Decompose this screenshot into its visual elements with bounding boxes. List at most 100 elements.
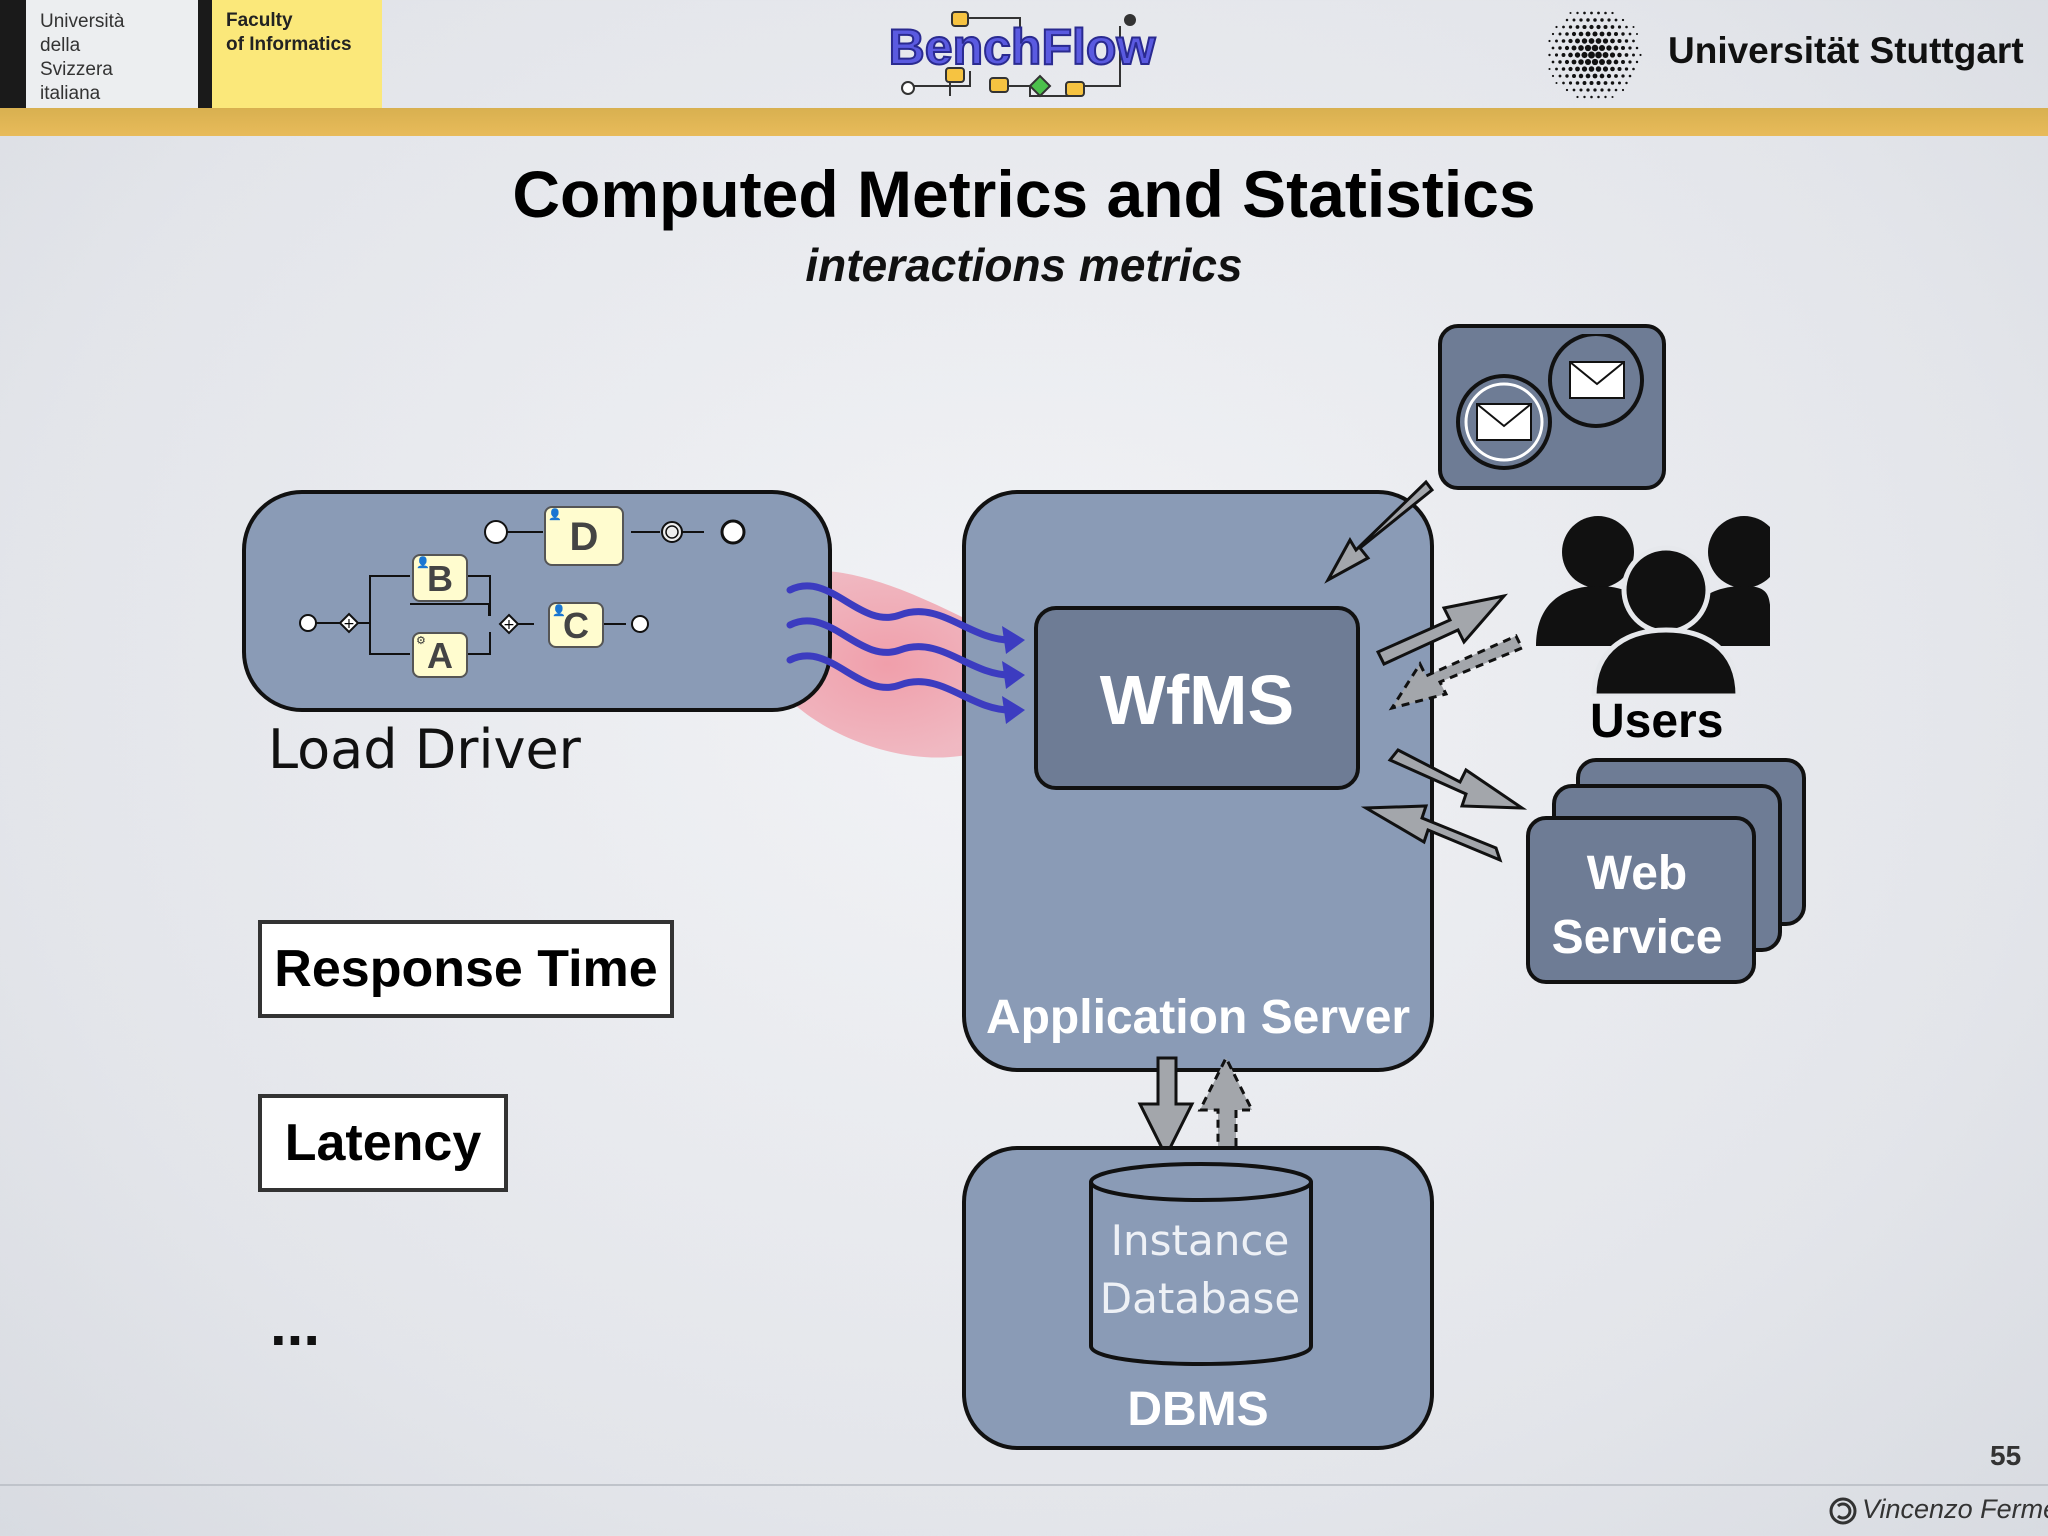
logo-dot bbox=[1562, 81, 1565, 85]
logo-dot bbox=[1621, 46, 1625, 50]
logo-dot bbox=[1555, 67, 1558, 71]
logo-dot bbox=[1617, 81, 1622, 85]
logo-dot bbox=[1632, 39, 1635, 43]
svg-text:+: + bbox=[343, 616, 355, 632]
logo-dot bbox=[1572, 88, 1576, 92]
logo-dot bbox=[1565, 74, 1569, 78]
gear-icon: ⚙ bbox=[416, 634, 426, 647]
logo-dot bbox=[1581, 51, 1588, 59]
logo-dot bbox=[1558, 74, 1562, 78]
logo-dot bbox=[1621, 32, 1625, 36]
logo-dot bbox=[1571, 59, 1577, 65]
logo-dot bbox=[1606, 73, 1612, 79]
logo-dot bbox=[1596, 24, 1601, 30]
logo-dot bbox=[1551, 60, 1555, 64]
logo-dot bbox=[1565, 18, 1569, 22]
logo-dot bbox=[1639, 53, 1642, 57]
logo-dot bbox=[1592, 73, 1598, 79]
logo-dot bbox=[1578, 31, 1584, 37]
logo-dot bbox=[1551, 32, 1555, 36]
logo-dot bbox=[1579, 18, 1583, 22]
logo-dot bbox=[1614, 88, 1618, 92]
logo-dot bbox=[1611, 11, 1614, 15]
logo-dot bbox=[1597, 95, 1600, 99]
logo-dot bbox=[1599, 73, 1605, 79]
logo-dot bbox=[1548, 39, 1551, 43]
person-icon: 👤 bbox=[548, 508, 562, 521]
logo-dot bbox=[1578, 59, 1584, 65]
slide-title: Computed Metrics and Statistics bbox=[512, 157, 1536, 231]
usi-logo-bar bbox=[0, 0, 26, 108]
wfms-box bbox=[1034, 606, 1360, 790]
logo-dot bbox=[1554, 53, 1559, 57]
logo-dot bbox=[1575, 81, 1580, 85]
logo-dot bbox=[1604, 95, 1607, 99]
logo-dot bbox=[1595, 38, 1602, 44]
logo-dot bbox=[1602, 38, 1609, 44]
cc-icon bbox=[1829, 1497, 1857, 1525]
logo-dot bbox=[1600, 18, 1604, 22]
logo-dot bbox=[1635, 60, 1639, 64]
usi-logo-text: Università della Svizzera italiana bbox=[40, 11, 125, 104]
logo-dot bbox=[1548, 53, 1551, 57]
logo-dot bbox=[1632, 53, 1635, 57]
logo-dot bbox=[1610, 25, 1615, 29]
logo-dot bbox=[1598, 44, 1606, 52]
logo-dot bbox=[1572, 18, 1576, 22]
logo-dot bbox=[1586, 88, 1590, 92]
mail-icons bbox=[1456, 334, 1644, 470]
logo-dot bbox=[1591, 44, 1599, 52]
logo-dot bbox=[1625, 25, 1628, 29]
logo-dot bbox=[1614, 32, 1618, 36]
logo-dot bbox=[1561, 39, 1566, 43]
logo-dot bbox=[1574, 52, 1581, 58]
users-label: Users bbox=[1590, 695, 1724, 748]
logo-dot bbox=[1628, 46, 1632, 50]
logo-dot bbox=[1586, 18, 1590, 22]
logo-dot bbox=[1599, 31, 1605, 37]
logo-dot bbox=[1617, 52, 1622, 58]
svg-text:+: + bbox=[503, 617, 515, 633]
logo-dot bbox=[1595, 51, 1602, 59]
logo-dot bbox=[1565, 88, 1569, 92]
logo-dot bbox=[1575, 66, 1580, 72]
svg-text:BenchFlow: BenchFlow bbox=[890, 19, 1155, 75]
slide-number: 55 bbox=[1990, 1440, 2022, 1471]
logo-dot bbox=[1582, 81, 1587, 85]
logo-dot bbox=[1568, 81, 1573, 85]
logo-dot bbox=[1579, 88, 1583, 92]
database-cylinder-icon bbox=[1089, 1162, 1313, 1366]
logo-dot bbox=[1558, 46, 1562, 50]
logo-dot bbox=[1564, 45, 1570, 51]
logo-dot bbox=[1606, 45, 1612, 51]
logo-dot bbox=[1561, 53, 1566, 57]
logo-dot bbox=[1555, 25, 1558, 29]
logo-dot bbox=[1558, 32, 1562, 36]
logo-dot bbox=[1624, 67, 1629, 71]
logo-dot bbox=[1588, 66, 1595, 72]
wfms-label: WfMS bbox=[1099, 661, 1295, 739]
logo-dot bbox=[1621, 60, 1625, 64]
logo-dot bbox=[1613, 45, 1619, 51]
logo-dot bbox=[1596, 80, 1601, 86]
task-d: D bbox=[544, 506, 624, 566]
logo-dot bbox=[1602, 52, 1609, 58]
logo-dot bbox=[1625, 81, 1628, 85]
logo-dot bbox=[1610, 66, 1615, 72]
task-c: C bbox=[548, 602, 604, 648]
logo-dot bbox=[1568, 38, 1573, 44]
logo-dot bbox=[1568, 52, 1573, 58]
logo-dot bbox=[1562, 25, 1565, 29]
logo-dot bbox=[1595, 66, 1602, 72]
logo-dot bbox=[1607, 18, 1611, 22]
stuttgart-text: Universität Stuttgart bbox=[1668, 30, 2024, 71]
logo-dot bbox=[1583, 95, 1586, 99]
users-icon bbox=[1536, 516, 1770, 696]
logo-dot bbox=[1584, 44, 1592, 52]
application-server-label: Application Server bbox=[985, 991, 1411, 1044]
logo-dot bbox=[1571, 45, 1577, 51]
author-credit: Vincenzo Ferme bbox=[1862, 1494, 2048, 1524]
logo-dot bbox=[1564, 59, 1570, 65]
footer-divider bbox=[0, 1484, 2048, 1486]
